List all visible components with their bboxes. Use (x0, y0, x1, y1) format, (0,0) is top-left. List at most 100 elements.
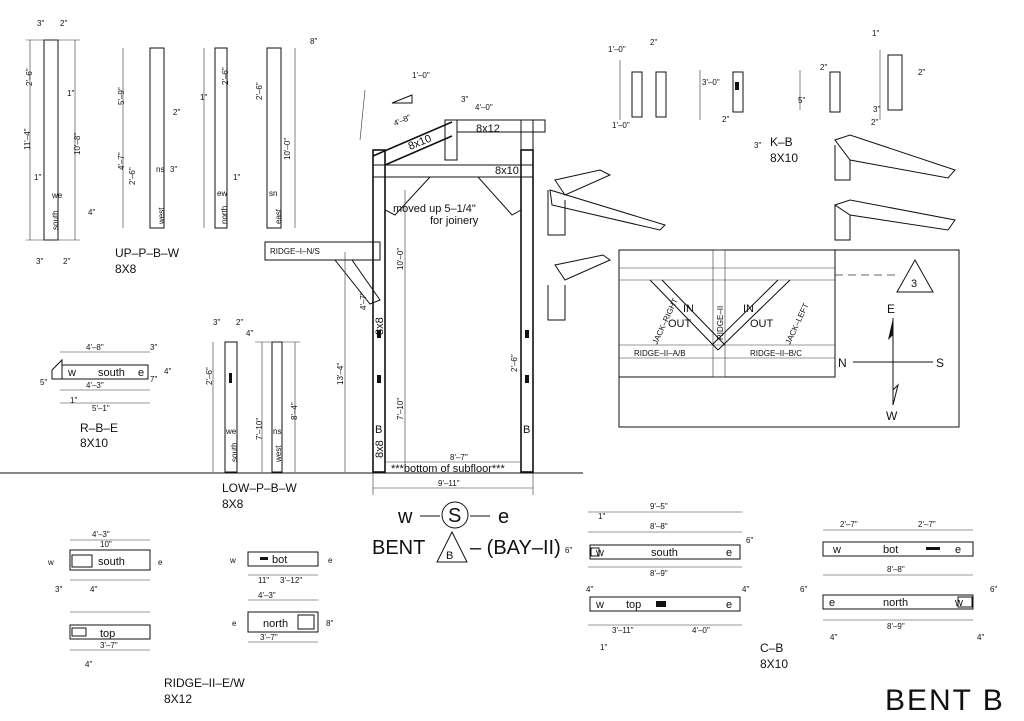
svg-text:ew: ew (217, 189, 227, 198)
label-e: e (498, 506, 509, 528)
svg-text:1": 1" (872, 29, 879, 38)
svg-text:6": 6" (565, 546, 572, 555)
svg-text:4": 4" (830, 633, 837, 642)
svg-text:11": 11" (258, 576, 269, 585)
svg-text:5'–9": 5'–9" (117, 87, 126, 105)
cb-north: north (883, 597, 908, 609)
up-pbw-size: 8X8 (115, 262, 137, 276)
bent-frame: 1'–0" 4'–0" 3" 4'–8" 8x10 8x12 8x10 move… (264, 71, 546, 495)
inset-in-right: IN (743, 303, 754, 315)
svg-text:2'–7": 2'–7" (918, 520, 936, 529)
svg-text:e: e (726, 599, 732, 611)
sheet-title: BENT B (885, 684, 1005, 717)
svg-text:w: w (229, 556, 236, 565)
svg-text:1": 1" (598, 512, 605, 521)
svg-text:2'–7": 2'–7" (840, 520, 858, 529)
up-pbw-views: 3"2" 3"2" 2'–6" 11'–4" 10'–8" 1"1"4" sou… (23, 19, 317, 276)
svg-text:west: west (274, 445, 283, 463)
ridge-ew-north: north (263, 618, 288, 630)
cb-top: top (626, 599, 641, 611)
label-bay: – (BAY–II) (470, 537, 561, 559)
svg-text:2": 2" (60, 19, 67, 28)
svg-text:4'–3": 4'–3" (92, 530, 110, 539)
svg-text:e: e (726, 547, 732, 559)
dim-4-0: 4'–0" (475, 103, 493, 112)
svg-text:3": 3" (150, 343, 157, 352)
rbe-w: w (67, 367, 76, 379)
svg-text:8": 8" (310, 37, 317, 46)
svg-text:4": 4" (85, 660, 92, 669)
post-b-left: B (375, 424, 382, 436)
svg-text:4": 4" (586, 585, 593, 594)
svg-text:1": 1" (34, 173, 41, 182)
svg-text:1'–0": 1'–0" (612, 121, 630, 130)
svg-text:e: e (232, 619, 237, 628)
cb-south: south (651, 547, 678, 559)
svg-text:4": 4" (246, 329, 253, 338)
svg-text:2'–6": 2'–6" (255, 82, 264, 100)
svg-text:4": 4" (164, 367, 171, 376)
svg-text:west: west (157, 207, 166, 225)
svg-text:8'–9": 8'–9" (650, 569, 668, 578)
svg-text:3'–12": 3'–12" (280, 576, 302, 585)
moved-note: moved up 5–1/4" (393, 203, 476, 215)
svg-text:w: w (954, 597, 963, 609)
svg-text:8'–9": 8'–9" (887, 622, 905, 631)
inset-ridge-v: RIDGE–II (716, 306, 725, 340)
rbe-face: south (98, 367, 125, 379)
svg-text:3": 3" (37, 19, 44, 28)
post-mark-8x8: 8x8 (374, 317, 386, 335)
svg-text:south: south (230, 442, 239, 462)
svg-text:2'–6": 2'–6" (25, 68, 34, 86)
ridge-ew-name: RIDGE–II–E/W (164, 676, 245, 690)
svg-text:8'–8": 8'–8" (887, 565, 905, 574)
svg-text:2": 2" (650, 38, 657, 47)
svg-text:north: north (220, 206, 229, 224)
ridge-ew-top: top (100, 628, 115, 640)
ridge-ew-south: south (98, 556, 125, 568)
svg-text:4": 4" (977, 633, 984, 642)
beam-label-8x12: 8x12 (476, 123, 500, 135)
svg-text:9'–5": 9'–5" (650, 502, 668, 511)
svg-text:4'–3": 4'–3" (258, 591, 276, 600)
subfloor-note: ***bottom of subfloor*** (391, 463, 505, 475)
detail-triangle-3 (896, 258, 934, 293)
post-mark-8x8-low: 8x8 (374, 440, 386, 458)
svg-text:6": 6" (990, 585, 997, 594)
svg-text:3": 3" (36, 257, 43, 266)
dim-9-11: 9'–11" (438, 479, 460, 488)
svg-text:4'–0": 4'–0" (692, 626, 710, 635)
svg-text:4'–8": 4'–8" (392, 113, 412, 128)
svg-text:7'–10": 7'–10" (255, 418, 264, 440)
svg-text:sn: sn (269, 189, 277, 198)
rbe-views: 4'–8"4'–3" 5'–1"1" 5"3" 7"4" w south e R… (40, 343, 171, 450)
svg-text:ns: ns (273, 427, 281, 436)
svg-text:4'–3": 4'–3" (86, 381, 104, 390)
low-pbw-views: 3"2"4" 2'–6" 7'–10" 8'–4" south west we … (205, 318, 300, 511)
svg-text:4'–8": 4'–8" (86, 343, 104, 352)
inset-out-left: OUT (668, 318, 692, 330)
detail-tri-3: 3 (911, 278, 917, 290)
ridge-n-s-label: RIDGE–I–N/S (270, 247, 320, 256)
svg-text:ns: ns (156, 165, 164, 174)
svg-text:8'–8": 8'–8" (650, 522, 668, 531)
rbe-name: R–B–E (80, 421, 118, 435)
svg-text:e: e (955, 544, 961, 556)
svg-text:2'–6": 2'–6" (205, 367, 214, 385)
svg-text:4'–7": 4'–7" (117, 152, 126, 170)
svg-text:7": 7" (150, 375, 157, 384)
ridge-ew-bot: bot (272, 554, 287, 566)
dim-1-0: 1'–0" (412, 71, 430, 80)
cb-size: 8X10 (760, 657, 788, 671)
compass: N S E W (838, 302, 944, 423)
inset-plan: IN OUT IN OUT RIDGE–II–A/B RIDGE–II–B/C … (618, 249, 960, 428)
svg-text:8": 8" (326, 619, 333, 628)
svg-text:w: w (595, 547, 604, 559)
rbe-e: e (138, 367, 144, 379)
inset-ridge-ab: RIDGE–II–A/B (634, 349, 686, 358)
svg-text:3'–7": 3'–7" (260, 633, 278, 642)
svg-text:4": 4" (90, 585, 97, 594)
